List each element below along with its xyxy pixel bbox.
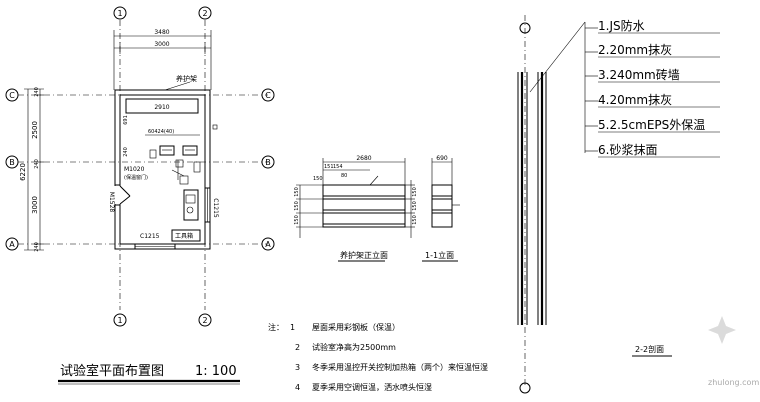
- section-11-top-dim: 690: [436, 155, 448, 162]
- axis-bubble-b-left: B: [5, 155, 19, 169]
- dim-left-upper: 2500: [31, 121, 39, 139]
- svg-text:A: A: [9, 240, 15, 249]
- section-1-1: 690 1-1立面: [422, 155, 460, 262]
- dim-left-lower: 3000: [31, 196, 39, 214]
- heater-boxes: [149, 145, 201, 180]
- worktable: 工具箱: [171, 229, 201, 242]
- door-sub-label: (保温窗门): [124, 174, 148, 181]
- note-3-num: 3: [295, 363, 300, 372]
- note-4-text: 夏季采用空调恒温，洒水喷头恒湿: [312, 382, 432, 392]
- axis-bubble-1-bottom: 1: [113, 313, 127, 327]
- worktable-label: 工具箱: [175, 232, 193, 240]
- window-right-label: C1215: [212, 198, 219, 218]
- svg-text:2: 2: [202, 9, 207, 18]
- wall-layer-6: 6.砂浆抹面: [598, 142, 657, 157]
- plan-title: 试验室平面布置图: [60, 363, 164, 379]
- plan-scale: 1: 100: [195, 364, 237, 379]
- rack-elev-right-b: 150: [412, 201, 418, 211]
- axis-bubble-2-top: 2: [198, 6, 212, 20]
- wall-layer-3: 3.240mm砖墙: [598, 67, 680, 82]
- section-2-2: 1.JS防水 2.20mm抹灰 3.240mm砖墙 4.20mm抹灰 5.2.5…: [517, 15, 720, 394]
- rack-elev-left-a: 150: [294, 187, 300, 197]
- svg-text:1: 1: [117, 9, 122, 18]
- door-vertical-label: M1528: [108, 192, 115, 213]
- rack-elev-left-b: 150: [294, 201, 300, 211]
- rack-dim: 2910: [154, 104, 169, 111]
- rack-elev-right-c: 150: [412, 215, 418, 225]
- dim-top-inner: 3000: [154, 41, 169, 48]
- wall-layer-1: 1.JS防水: [598, 18, 645, 33]
- dim-left: 6220 2500 3000 240 240 240: [19, 87, 44, 252]
- rack-elev-left-c: 150: [294, 215, 300, 225]
- note-2-num: 2: [295, 343, 300, 352]
- axis-bubble-a-right: A: [261, 237, 275, 251]
- axis-bubble-b-right: B: [261, 155, 275, 169]
- watermark-logo-icon: [708, 316, 736, 344]
- dim-inner-240: 240: [123, 147, 129, 157]
- small-box: [212, 124, 218, 130]
- wall-layer-5: 5.2.5cmEPS外保温: [598, 118, 705, 132]
- rack-elev-title: 养护架正立面: [340, 250, 388, 260]
- note-1-text: 屋面采用彩钢板（保温）: [312, 322, 400, 332]
- rack-elev-sub-c: 80: [341, 173, 347, 179]
- rack-elev-sub-d: 150: [313, 176, 323, 182]
- svg-text:2: 2: [202, 316, 207, 325]
- svg-text:A: A: [265, 240, 271, 249]
- axis-bubble-a-left: A: [5, 237, 19, 251]
- wall-layer-2: 2.20mm抹灰: [598, 43, 672, 57]
- watermark-text: zhulong.com: [708, 378, 759, 387]
- dim-top: 3480 3000: [113, 29, 212, 90]
- rack-label: 养护架: [176, 74, 197, 83]
- svg-text:C: C: [9, 91, 15, 100]
- wall-layer-4: 4.20mm抹灰: [598, 93, 672, 107]
- axis-bubble-1-top: 1: [113, 6, 127, 20]
- note-4-num: 4: [295, 383, 300, 392]
- svg-text:B: B: [9, 158, 15, 167]
- axis-bubble-2-bottom: 2: [198, 313, 212, 327]
- floor-plan: 1 2 1 2 C B A C B A: [5, 6, 275, 385]
- dim-top-outer: 3480: [154, 29, 169, 36]
- svg-text:C: C: [265, 91, 271, 100]
- watermark: zhulong.com: [708, 316, 759, 387]
- rack-elevation: 2680 151 154 80 150 150 150 150 150 150 …: [294, 155, 418, 262]
- door-swing: [119, 185, 131, 205]
- note-1-num: 1: [290, 323, 295, 332]
- svg-text:1: 1: [117, 316, 122, 325]
- svg-text:B: B: [265, 158, 271, 167]
- dim-inner-691: 691: [123, 115, 129, 125]
- dim-left-e1: 240: [34, 87, 40, 97]
- rack-elev-right-a: 150: [412, 187, 418, 197]
- rack-elev-top-dim: 2680: [356, 155, 371, 162]
- section-11-title: 1-1立面: [425, 250, 454, 260]
- rack-elev-sub-a: 151: [324, 164, 334, 170]
- notes: 注： 1 屋面采用彩钢板（保温） 2 试验室净高为2500mm 3 冬季采用温控…: [268, 322, 488, 392]
- section-22-title: 2-2剖面: [635, 344, 664, 354]
- note-3-text: 冬季采用温控开关控制加热箱（两个）来恒温恒湿: [312, 362, 488, 372]
- dim-inner-6x24: 60424(40): [148, 129, 174, 135]
- door-label: M1020: [124, 166, 145, 173]
- axis-bubble-c-left: C: [5, 88, 19, 102]
- note-2-text: 试验室净高为2500mm: [312, 342, 396, 352]
- curing-rack: 2910 养护架: [125, 74, 199, 114]
- rack-elev-sub-b: 154: [333, 164, 343, 170]
- interior-fixtures: [179, 175, 199, 221]
- dim-left-total: 6220: [19, 163, 27, 181]
- axis-bubble-c-right: C: [261, 88, 275, 102]
- notes-prefix: 注：: [268, 322, 284, 332]
- dim-left-e2: 240: [34, 159, 40, 169]
- dim-left-e3: 240: [34, 242, 40, 252]
- walls: [114, 89, 211, 250]
- window-bottom-label: C1215: [140, 233, 160, 240]
